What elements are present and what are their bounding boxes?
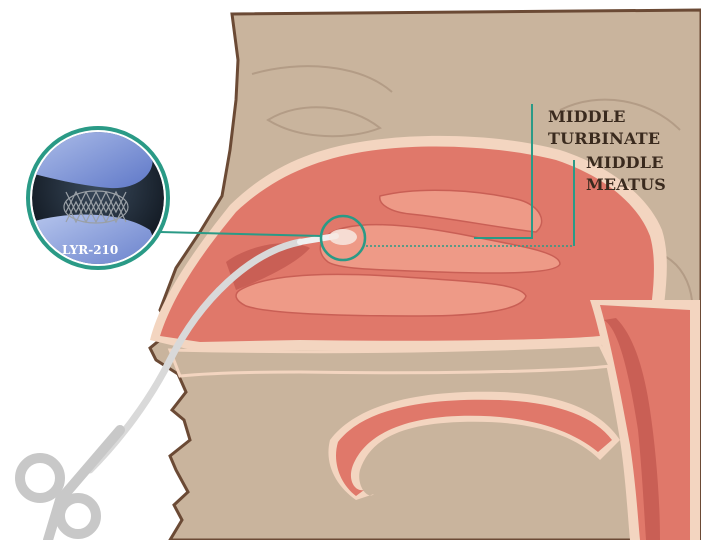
- middle-turbinate-label-line2: TURBINATE: [548, 129, 660, 148]
- middle-meatus-label-line1: MIDDLE: [586, 153, 664, 172]
- middle-turbinate-label-line1: MIDDLE: [548, 107, 626, 126]
- applicator-ring-1[interactable]: [20, 458, 60, 498]
- implant-glow: [329, 229, 357, 245]
- middle-meatus-label-line2: MEATUS: [586, 175, 666, 194]
- implant-label: LYR-210: [62, 243, 118, 257]
- implant-inset: LYR-210: [20, 120, 168, 283]
- applicator-ring-2[interactable]: [60, 498, 96, 534]
